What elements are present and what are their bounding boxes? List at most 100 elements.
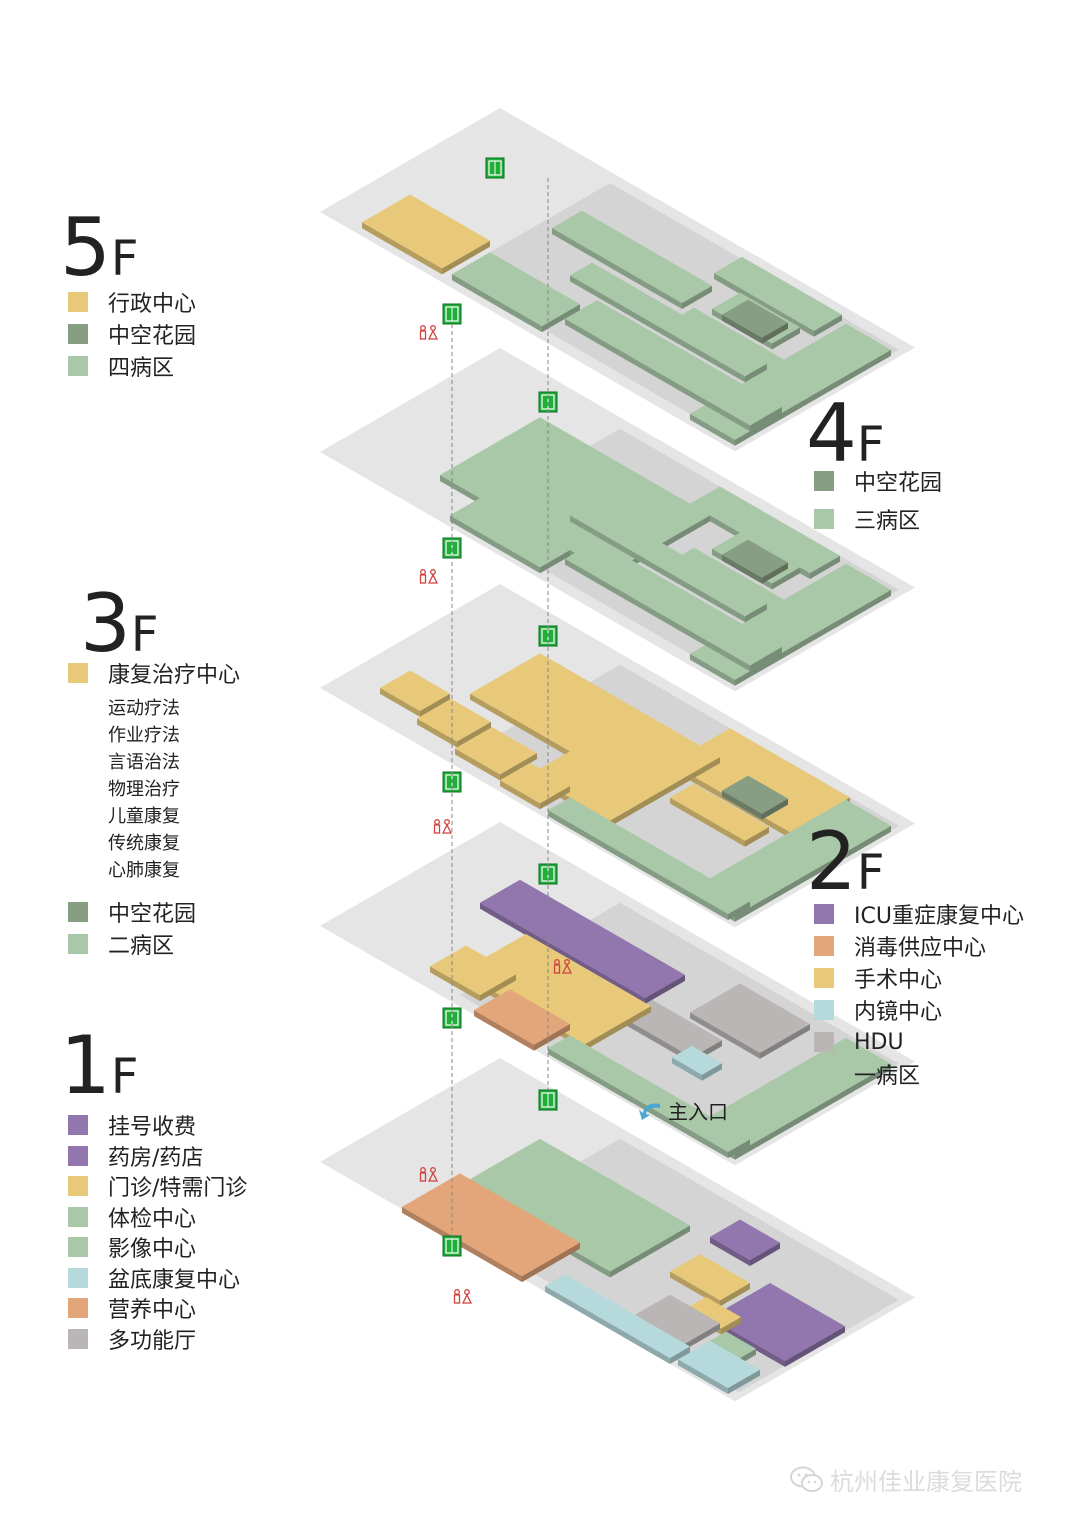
garden-block-side bbox=[762, 322, 788, 344]
garden-block bbox=[722, 539, 788, 578]
outpatient-block bbox=[670, 1254, 750, 1301]
therapy-block bbox=[500, 762, 570, 804]
imaging-block-side bbox=[610, 1225, 690, 1278]
garden-block bbox=[722, 775, 788, 814]
ward-block-side bbox=[565, 318, 750, 432]
ward-block-side bbox=[735, 825, 891, 922]
ward-block bbox=[548, 1035, 750, 1153]
pelvic-block-side bbox=[670, 1346, 690, 1365]
registration-block-side bbox=[710, 1236, 750, 1266]
legend-item: 药房/药店 bbox=[68, 1141, 247, 1172]
garden-block-side bbox=[762, 562, 788, 584]
pharmacy-block bbox=[710, 1283, 845, 1361]
restroom-icon bbox=[419, 1167, 439, 1182]
ward-block bbox=[570, 502, 767, 617]
nutrition-block-side bbox=[402, 1206, 522, 1283]
legend-swatch bbox=[68, 324, 88, 344]
legend-label: 挂号收费 bbox=[108, 1115, 197, 1141]
icu-block-side bbox=[645, 974, 685, 1004]
legend-item: 门诊/特需门诊 bbox=[68, 1171, 247, 1202]
ward-block-side bbox=[542, 304, 580, 333]
floor-number: 1 bbox=[60, 1019, 111, 1112]
legend-label: 康复治疗中心 bbox=[108, 663, 241, 688]
legend-2f: ICU重症康复中心 消毒供应中心 手术中心 内镜中心 HDU 一病区 bbox=[814, 898, 1024, 1090]
admin-block-side bbox=[362, 222, 442, 275]
floor-label-5f: 5F bbox=[60, 208, 139, 288]
legend-swatch bbox=[814, 509, 834, 529]
therapy-block bbox=[530, 745, 660, 821]
legend-item: 盆底康复中心 bbox=[68, 1263, 247, 1294]
ward-block-side bbox=[745, 603, 767, 623]
garden-block bbox=[722, 299, 788, 338]
legend-swatch bbox=[814, 1000, 834, 1020]
floor-number: 4 bbox=[806, 387, 857, 480]
restroom-icon bbox=[433, 819, 453, 834]
legend-swatch bbox=[68, 292, 88, 312]
ward-block-side bbox=[690, 653, 735, 686]
legend-item: 三病区 bbox=[814, 500, 942, 538]
legend-label: HDU bbox=[854, 1029, 904, 1055]
legend-swatch bbox=[68, 1206, 88, 1227]
legend-item: 康复治疗中心 bbox=[68, 657, 240, 689]
ward-block-side bbox=[814, 314, 842, 337]
legend-label: 影像中心 bbox=[108, 1237, 197, 1263]
hdu-block-side bbox=[690, 1012, 760, 1059]
pharmacy-block-side bbox=[785, 1326, 845, 1367]
legend-item: ICU重症康复中心 bbox=[814, 898, 1024, 930]
therapy-block bbox=[670, 728, 850, 833]
legend-swatch bbox=[68, 934, 88, 954]
legend-item: 影像中心 bbox=[68, 1232, 247, 1263]
ward-block-side bbox=[450, 515, 540, 574]
endoscopy-block-side bbox=[702, 1063, 722, 1081]
nutrition-block bbox=[402, 1173, 580, 1277]
therapy-block-side bbox=[500, 753, 537, 781]
therapy-block-side bbox=[420, 693, 450, 717]
legend-swatch bbox=[814, 1064, 834, 1084]
floor-number: 5 bbox=[60, 201, 111, 294]
watermark: 杭州佳业康复医院 bbox=[790, 1462, 1022, 1497]
ward-block-side bbox=[548, 1048, 728, 1159]
surgery-block-side bbox=[585, 1006, 651, 1051]
legend-item: 体检中心 bbox=[68, 1202, 247, 1233]
legend-label: 盆底康复中心 bbox=[108, 1267, 241, 1293]
legend-swatch bbox=[68, 1328, 88, 1349]
outpatient-block-side bbox=[670, 1271, 720, 1307]
admin-block-side bbox=[442, 240, 490, 275]
ward-block-side bbox=[750, 646, 782, 672]
floor-suffix: F bbox=[856, 417, 885, 473]
floor-suffix: F bbox=[130, 607, 159, 663]
ward-block bbox=[570, 262, 767, 377]
ward-block-side bbox=[714, 273, 814, 337]
garden-block-side bbox=[722, 554, 762, 584]
outpatient-block bbox=[686, 1296, 741, 1329]
entrance-label: 主入口 bbox=[668, 1100, 728, 1124]
endoscopy-block bbox=[672, 1045, 722, 1075]
legend-swatch bbox=[68, 902, 88, 922]
nutrition-block-side bbox=[522, 1242, 580, 1283]
legend-swatch bbox=[68, 1267, 88, 1288]
ward-block bbox=[690, 799, 891, 916]
ward-block-side bbox=[772, 327, 800, 350]
ward-block bbox=[690, 486, 840, 574]
legend-label: 四病区 bbox=[108, 356, 175, 381]
ward-block-side bbox=[452, 274, 542, 333]
therapy-block-side bbox=[457, 721, 491, 748]
legend-item: 四病区 bbox=[68, 350, 196, 382]
ward-block-side bbox=[810, 555, 840, 580]
outpatient-block-side bbox=[721, 1317, 741, 1335]
therapy-block-side bbox=[670, 797, 745, 847]
therapy-block bbox=[455, 727, 537, 775]
legend-label: 消毒供应中心 bbox=[854, 936, 987, 961]
admin-block bbox=[362, 194, 490, 269]
surgery-block-side bbox=[430, 966, 480, 1002]
ward-block bbox=[548, 797, 750, 915]
outpatient-block-side bbox=[720, 1283, 750, 1307]
icu-block-side bbox=[480, 902, 645, 1004]
elevator-icon bbox=[442, 1235, 462, 1257]
ward-block bbox=[714, 256, 842, 331]
legend-subitem: 言语治法 bbox=[108, 751, 180, 773]
ward-block-side bbox=[728, 901, 750, 921]
registration-block bbox=[710, 1219, 780, 1260]
therapy-block-side bbox=[500, 780, 540, 810]
